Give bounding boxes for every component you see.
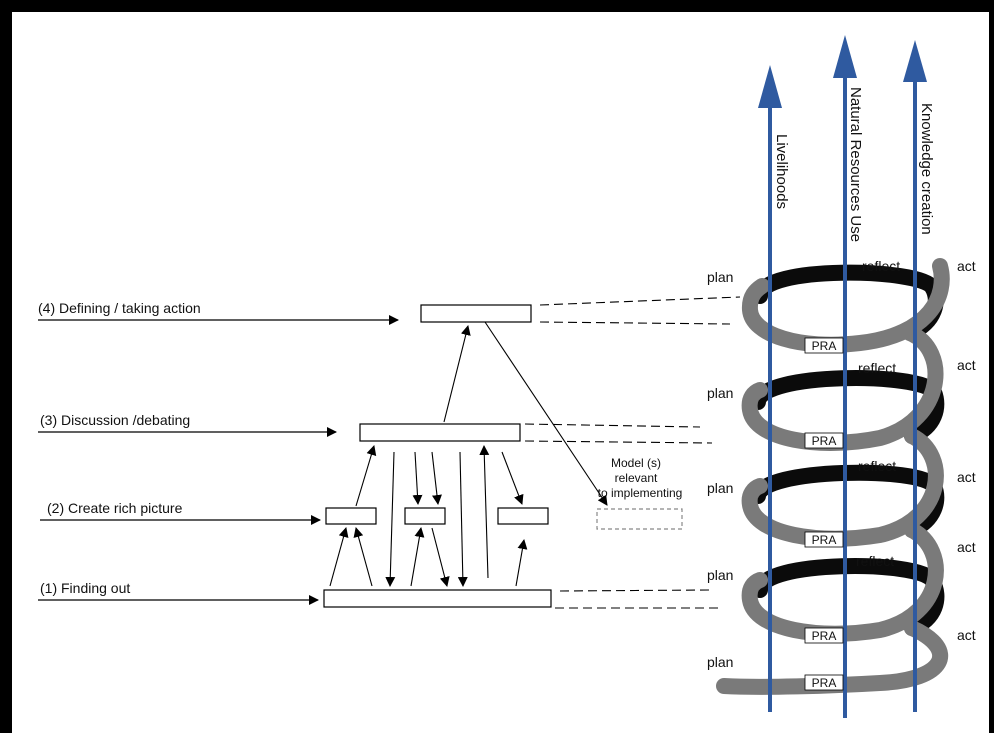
pra-label-4: PRA	[812, 629, 837, 643]
dashed-connectors	[524, 296, 741, 609]
livelihoods-arrow	[758, 65, 782, 712]
cycle-labels: plan plan plan plan plan reflect reflect…	[707, 258, 976, 670]
natural-resources-arrow	[833, 35, 857, 718]
model-text-2: relevant	[615, 471, 658, 485]
act-label-5: act	[957, 627, 976, 643]
reflect-label-3: reflect	[858, 458, 896, 474]
knowledge-creation-arrow	[903, 40, 927, 712]
reflect-label-1: reflect	[862, 258, 900, 274]
plan-label-2: plan	[707, 385, 733, 401]
model-text-3: to implementing	[598, 486, 683, 500]
stage-1-label: (1) Finding out	[40, 580, 130, 596]
plan-label-5: plan	[707, 654, 733, 670]
knowledge-creation-label: Knowledge creation	[918, 103, 935, 235]
stage-4-box	[420, 304, 532, 323]
stage-4-label: (4) Defining / taking action	[38, 300, 201, 316]
act-label-1: act	[957, 258, 976, 274]
plan-label-4: plan	[707, 567, 733, 583]
plan-label-1: plan	[707, 269, 733, 285]
model-box	[596, 508, 683, 530]
plan-label-3: plan	[707, 480, 733, 496]
pra-label-1: PRA	[812, 339, 837, 353]
natural-resources-label: Natural Resources Use	[847, 87, 864, 242]
stage-1-box	[323, 589, 552, 608]
pra-label-2: PRA	[812, 434, 837, 448]
act-label-4: act	[957, 539, 976, 555]
rich-picture-box-2	[404, 507, 446, 525]
act-label-3: act	[957, 469, 976, 485]
reflect-label-2: reflect	[858, 360, 896, 376]
process-arrows	[329, 321, 608, 587]
model-text-1: Model (s)	[611, 456, 661, 470]
livelihoods-label: Livelihoods	[773, 134, 790, 209]
reflect-label-4: reflect	[856, 553, 894, 569]
stage-3-box	[359, 423, 521, 442]
action-research-spiral	[716, 258, 950, 695]
act-label-2: act	[957, 357, 976, 373]
stage-3-label: (3) Discussion /debating	[40, 412, 190, 428]
pra-label-5: PRA	[812, 676, 837, 690]
pra-labels: PRA PRA PRA PRA PRA	[804, 337, 844, 691]
pra-label-3: PRA	[812, 533, 837, 547]
rich-picture-box-1	[325, 507, 377, 525]
rich-picture-box-3	[497, 507, 549, 525]
stage-2-label: (2) Create rich picture	[47, 500, 183, 516]
